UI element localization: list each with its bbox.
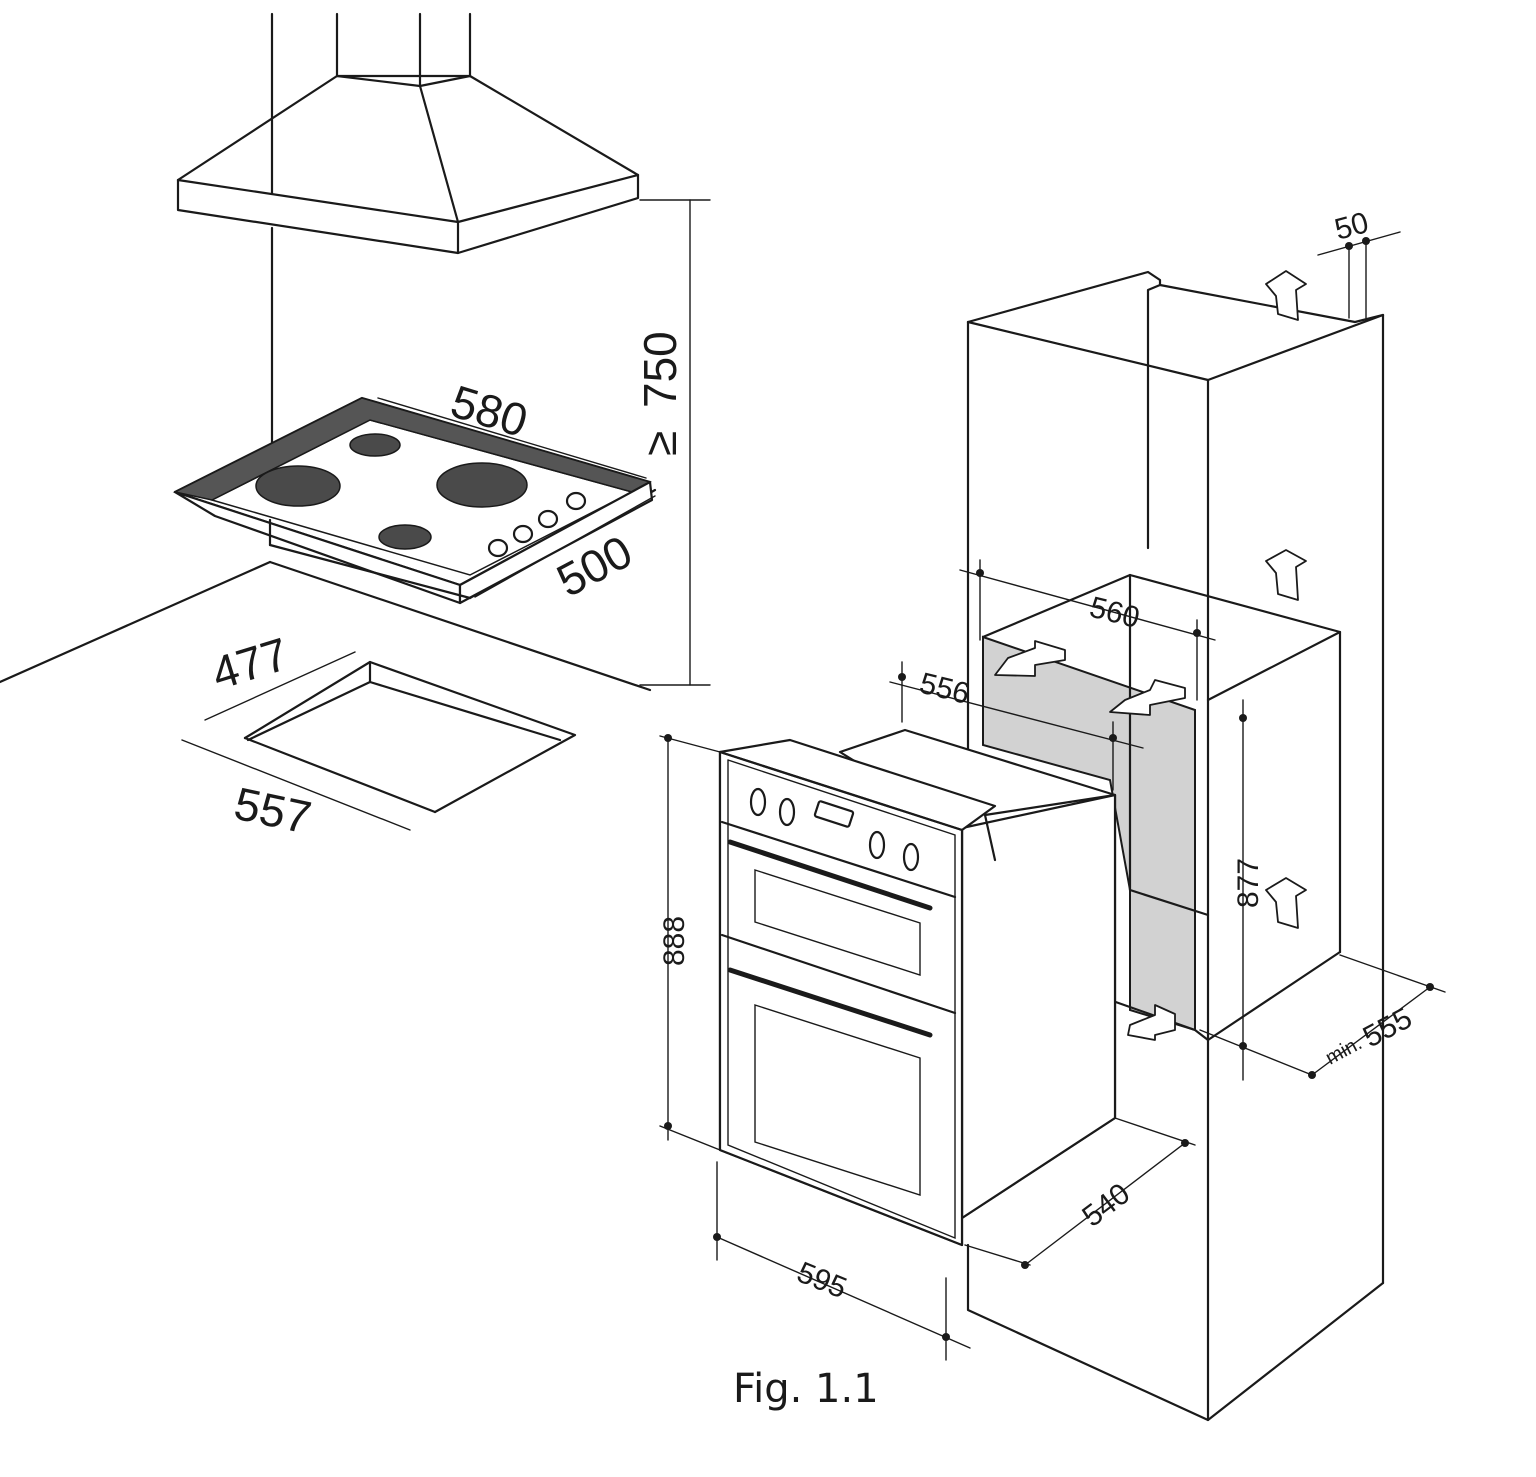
vent-arrow-up-icon [1265, 549, 1307, 601]
hob-knob [487, 538, 509, 558]
oven-knob-icon [902, 842, 920, 872]
oven-knobs [749, 787, 920, 872]
hood-clearance-symbol: ≥ [634, 431, 686, 456]
vent-arrow-right-icon [1127, 1004, 1176, 1041]
burner-small-back [349, 433, 401, 457]
hob-cutout [243, 660, 577, 814]
niche-depth-label: 556 [916, 667, 973, 711]
niche-width-label: 560 [1086, 591, 1143, 635]
niche-height-label: 877 [1232, 858, 1265, 908]
cutout-width-label: 557 [230, 777, 316, 844]
figure-caption: Fig. 1.1 [733, 1366, 879, 1412]
oven-display [813, 800, 855, 828]
oven-dimension-lines [659, 231, 1446, 1361]
min-depth-value: 555 [1358, 1002, 1418, 1055]
vent-arrow-left-icon [1109, 679, 1186, 716]
hood-clearance-value: 750 [634, 331, 686, 408]
ventilation-arrows [994, 270, 1307, 1041]
vent-arrow-up-icon [1265, 270, 1307, 321]
hob-dimension-lines [181, 199, 711, 831]
oven-depth-label: 540 [1076, 1177, 1136, 1233]
oven-width-label: 595 [792, 1256, 851, 1305]
cutout-depth-label: 477 [206, 627, 295, 699]
burner-small-front [378, 524, 432, 550]
hob [172, 396, 657, 605]
cooker-hood [176, 12, 640, 255]
countertop [0, 560, 652, 692]
double-oven [718, 728, 1117, 1247]
tall-cabinet [966, 270, 1385, 1422]
hob-knob [565, 491, 587, 511]
vent-arrow-left-icon [994, 640, 1066, 677]
oven-knob-icon [778, 797, 796, 827]
oven-niche [981, 573, 1342, 1042]
vent-arrow-up-icon [1265, 877, 1307, 929]
hob-knob [537, 509, 559, 529]
hob-knob [512, 524, 534, 544]
oven-height-label: 888 [658, 916, 691, 966]
min-depth-prefix: min. [1322, 1032, 1366, 1069]
oven-knob-icon [868, 830, 886, 860]
burner-large-right [436, 462, 528, 508]
oven-knob-icon [749, 787, 767, 817]
burner-large-left [255, 465, 341, 507]
